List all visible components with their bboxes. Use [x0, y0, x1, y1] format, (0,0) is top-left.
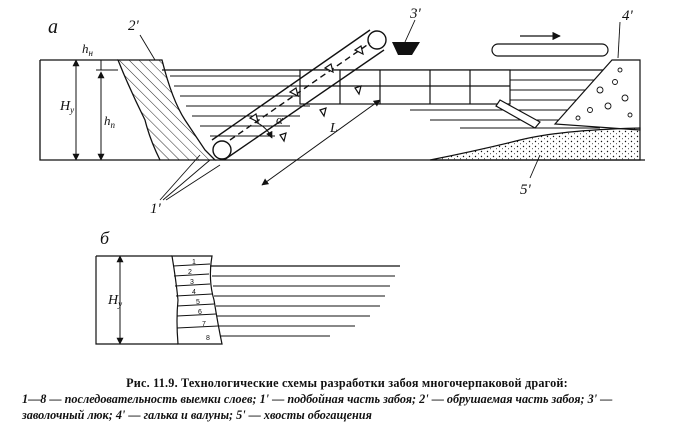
stacker-chute: [495, 99, 541, 129]
hopper: [392, 42, 420, 55]
panel-b-water: [210, 265, 400, 337]
caption-title: Рис. 11.9. Технологические схемы разрабо…: [126, 376, 568, 390]
svg-text:2: 2: [188, 269, 192, 276]
layered-face: [171, 255, 223, 345]
label-3: 3': [409, 6, 422, 22]
svg-text:hп: hп: [104, 113, 116, 130]
panel-b: б 1 2 3 4 5 6 7 8: [95, 228, 400, 345]
tailings-deposit: [429, 127, 641, 161]
label-2: 2': [128, 18, 140, 34]
svg-text:hн: hн: [82, 41, 94, 58]
svg-text:7: 7: [202, 321, 206, 328]
caption-body: 1—8 — последовательность выемки слоев; 1…: [22, 392, 613, 422]
label-5: 5': [520, 182, 532, 198]
label-4: 4': [622, 8, 634, 24]
svg-text:1: 1: [192, 259, 196, 266]
layer-numbers: 1 2 3 4 5 6 7 8: [188, 259, 210, 342]
figure-caption: Рис. 11.9. Технологические схемы разрабо…: [22, 375, 672, 423]
panel-a: a: [39, 6, 645, 217]
label-1: 1': [150, 201, 162, 217]
tailings-conveyor: [491, 31, 609, 57]
panel-a-label: a: [48, 16, 58, 38]
leader-lines: [139, 19, 621, 201]
svg-text:8: 8: [206, 335, 210, 342]
ladder-length-arrow: [261, 99, 381, 186]
svg-text:3: 3: [190, 279, 194, 286]
panel-a-labels: hн Hу hп α L 1' 2' 3' 4' 5': [59, 6, 634, 217]
dredge-pontoon: [299, 69, 511, 105]
panel-b-label: б: [100, 228, 110, 248]
alpha-label: α: [276, 112, 284, 127]
collapsing-face-zone: [117, 59, 217, 161]
gravel-pile: [553, 59, 641, 131]
layer-dividers: [172, 263, 219, 329]
panel-b-height-label: Hу: [107, 293, 122, 309]
svg-text:4: 4: [192, 289, 196, 296]
panel-b-bank: [95, 255, 178, 345]
svg-text:5: 5: [196, 299, 200, 306]
ladder-length-label: L: [329, 121, 338, 136]
svg-text:Hу: Hу: [59, 99, 74, 115]
svg-text:6: 6: [198, 309, 202, 316]
dimensions: [72, 59, 118, 161]
